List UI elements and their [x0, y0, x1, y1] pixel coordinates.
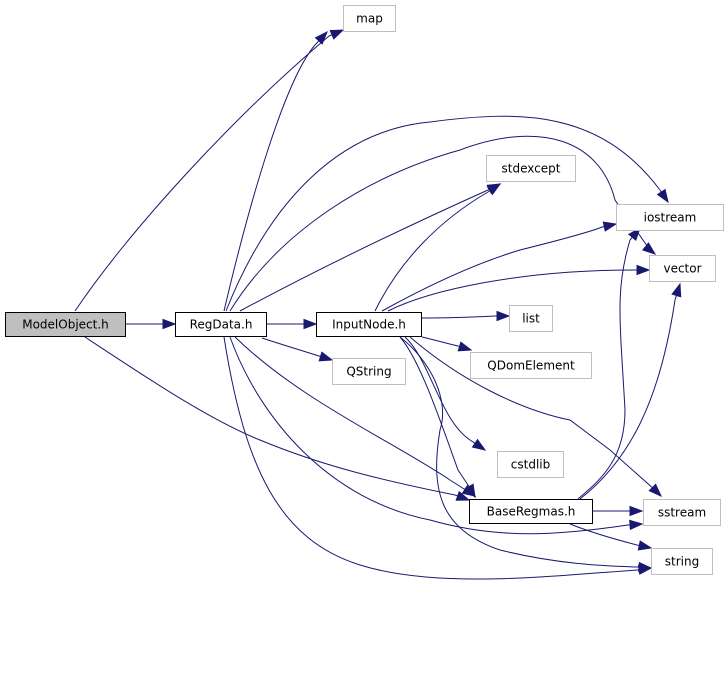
node-sstream[interactable]: sstream: [643, 499, 721, 526]
node-box: [5, 312, 126, 337]
node-box: [643, 499, 721, 526]
node-vector[interactable]: vector: [649, 255, 716, 282]
node-box: [332, 358, 406, 385]
node-stdexcept[interactable]: stdexcept: [486, 155, 576, 182]
node-regdata[interactable]: RegData.h: [175, 312, 267, 337]
node-label: string: [665, 555, 699, 569]
node-qdomelement[interactable]: QDomElement: [470, 352, 592, 379]
edge-inputnode-iostream: [381, 221, 618, 312]
edge-inputnode-stdexcept: [374, 183, 502, 312]
node-box: [343, 5, 396, 32]
node-label: ModelObject.h: [22, 318, 109, 332]
node-label: QString: [346, 365, 391, 379]
edge-regdata-map: [223, 30, 328, 312]
node-box: [470, 352, 592, 379]
edge-modelobject-map: [74, 29, 345, 312]
node-box: [469, 499, 593, 524]
node-label: InputNode.h: [332, 318, 406, 332]
arrowhead: [464, 483, 476, 499]
edge-inputnode-cstdlib: [404, 336, 487, 451]
node-label: sstream: [658, 506, 706, 520]
node-box: [616, 204, 724, 231]
node-box: [651, 548, 713, 575]
node-map[interactable]: map: [343, 5, 396, 32]
node-label: vector: [663, 262, 701, 276]
edge-inputnode-sstream: [409, 336, 663, 498]
edge-regdata-iostream: [225, 115, 669, 312]
node-list[interactable]: list: [509, 305, 553, 332]
node-qstring[interactable]: QString: [332, 358, 406, 385]
edge-modelobject-baseregmas: [84, 336, 471, 501]
edge-inputnode-vector: [387, 264, 651, 312]
node-label: QDomElement: [487, 359, 575, 373]
edge-regdata-inputnode: [266, 318, 318, 330]
node-label: map: [356, 12, 383, 26]
edge-inputnode-list: [421, 310, 511, 322]
node-cstdlib[interactable]: cstdlib: [497, 451, 564, 478]
node-label: stdexcept: [502, 162, 561, 176]
edge-inputnode-string: [399, 336, 653, 573]
node-label: BaseRegmas.h: [487, 505, 576, 519]
edge-regdata-sstream: [229, 336, 644, 535]
edge-modelobject-regdata: [126, 318, 177, 330]
node-baseregmas[interactable]: BaseRegmas.h: [469, 499, 593, 524]
arrowhead: [471, 438, 487, 451]
edge-baseregmas-vector: [579, 282, 682, 500]
edge-regdata-vector: [229, 135, 657, 312]
edge-regdata-stdexcept: [239, 183, 502, 312]
arrowhead: [648, 483, 663, 498]
node-box: [509, 305, 553, 332]
node-label: list: [522, 312, 540, 326]
edge-inputnode-baseregmas: [399, 336, 476, 499]
edges-layer: [74, 29, 682, 580]
node-label: RegData.h: [190, 318, 253, 332]
node-inputnode[interactable]: InputNode.h: [316, 312, 422, 337]
edge-inputnode-qdomelement: [421, 336, 473, 352]
node-string[interactable]: string: [651, 548, 713, 575]
edge-baseregmas-string: [569, 523, 653, 551]
node-box: [316, 312, 422, 337]
node-box: [175, 312, 267, 337]
node-label: cstdlib: [511, 458, 550, 472]
edge-regdata-qstring: [261, 337, 334, 362]
node-box: [497, 451, 564, 478]
node-box: [649, 255, 716, 282]
node-label: iostream: [644, 211, 697, 225]
arrowhead: [656, 188, 669, 204]
node-box: [486, 155, 576, 182]
node-iostream[interactable]: iostream: [616, 204, 724, 231]
edge-baseregmas-sstream: [593, 505, 644, 517]
edge-baseregmas-iostream: [577, 226, 641, 500]
node-modelobject[interactable]: ModelObject.h: [5, 312, 126, 337]
nodes-layer: ModelObject.h RegData.h InputNode.hBaseReg…: [5, 5, 724, 575]
